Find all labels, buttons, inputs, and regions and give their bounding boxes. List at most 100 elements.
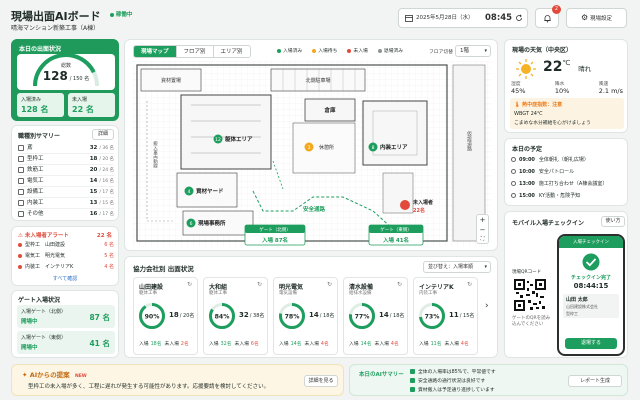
gate-north-box[interactable]: ゲート（北側） 入場 87名 <box>244 224 306 246</box>
out-stat-box: 未入場 22 名 <box>68 93 115 117</box>
pin-office-count: 6 <box>190 221 193 227</box>
refresh-icon[interactable]: ↻ <box>396 281 402 288</box>
checkin-howto-button[interactable]: 使い方 <box>601 216 625 227</box>
pin-rest-area[interactable]: 3 <box>304 142 314 152</box>
map-tab[interactable]: 現場マップ <box>134 46 176 57</box>
notification-button[interactable]: 2 <box>535 5 561 28</box>
report-generate-button[interactable]: レポート生成 <box>568 375 622 387</box>
legend-item: 入場待ち <box>312 47 337 54</box>
in-label: 入場 <box>349 342 359 347</box>
summary-item: 全体の入場率は85%で、平常値です <box>410 368 560 377</box>
trade-count-wrap: 18/ 20 名 <box>90 154 114 165</box>
partner-progress-ring: 73% <box>419 303 445 329</box>
map-tab[interactable]: フロア別 <box>175 46 213 57</box>
legend-label: 退場済み <box>383 49 404 54</box>
refresh-icon[interactable]: ↻ <box>186 281 192 288</box>
partner-trade: 内装工事 <box>419 291 437 296</box>
trade-icon <box>18 188 24 195</box>
partner-count: 32 <box>239 311 249 319</box>
checkout-button[interactable]: 退場する <box>565 338 617 349</box>
ai-summary-title: 本日のAIサマリー <box>359 372 404 378</box>
date-time-box[interactable]: 2025年5月28日（水） 08:45 <box>398 8 528 28</box>
site-settings-button[interactable]: ⚙ 現場設定 <box>566 8 627 28</box>
zoom-out-button[interactable]: − <box>479 226 486 234</box>
partner-out: 4名 <box>390 342 399 347</box>
alert-see-all-link[interactable]: すべて確認 <box>52 276 78 282</box>
refresh-icon[interactable]: ↻ <box>256 281 262 288</box>
partner-count: 11 <box>449 311 459 319</box>
partner-percent: 90% <box>145 313 160 320</box>
partner-trade: 躯体工事 <box>139 291 157 296</box>
gate-north-title: ゲート（北側） <box>259 226 291 233</box>
refresh-icon[interactable]: ↻ <box>326 281 332 288</box>
partner-count-wrap: 11/ 15名 <box>449 311 474 319</box>
out-label: 未入場 <box>234 342 249 347</box>
thermometer-icon: 🌡 <box>514 102 521 108</box>
trade-icon <box>18 166 24 173</box>
attendance-total-box: 総数 128 / 150 名 <box>17 54 115 90</box>
partner-sort-select[interactable]: 並び替え：入場率順 ▾ <box>423 261 491 273</box>
weather-title: 現場の天気（中央区） <box>512 47 573 54</box>
safety-path-label: 安全通路 <box>303 205 326 213</box>
bell-icon <box>544 15 551 23</box>
map-tab[interactable]: エリア別 <box>212 46 250 57</box>
partner-percent: 77% <box>355 313 370 320</box>
mobile-checkin-card: モバイル入場チェックイン 使い方 現場QRコード ゲートのQRを読み込んでくださ… <box>504 211 628 358</box>
zoom-in-button[interactable]: + <box>479 216 486 224</box>
yard-label: 資材ヤード <box>196 187 224 195</box>
ai-title: AIからの提案 <box>29 371 70 379</box>
qr-code[interactable] <box>514 279 546 311</box>
partner-count-wrap: 14/ 18名 <box>379 311 404 319</box>
partner-percent: 78% <box>285 313 300 320</box>
legend-label: 未入場 <box>353 49 368 54</box>
trade-icon <box>18 155 24 162</box>
warning-icon: ⚠ <box>18 233 23 239</box>
refresh-icon[interactable]: ↻ <box>466 281 472 288</box>
temp-road <box>452 64 486 242</box>
gate-east-count: 入場 41名 <box>382 236 409 244</box>
ai-new-badge: NEW <box>74 374 87 379</box>
partner-next-arrow[interactable]: › <box>485 301 489 311</box>
trade-name: 設備工 <box>27 189 44 195</box>
attendance-card: 本日の出面状況 総数 128 / 150 名 入場済み 128 名 未入場 22… <box>11 39 119 121</box>
gate-east-box[interactable]: ゲート（東側） 入場 41名 <box>368 224 424 246</box>
schedule-event: KY活動・危険予知 <box>538 193 581 199</box>
refresh-icon[interactable] <box>515 14 523 22</box>
trade-name: 電気工 <box>27 178 44 184</box>
partner-name: 大和組 <box>209 284 228 291</box>
partner-name: 清水設備 <box>349 284 374 291</box>
summary-text: 安全通路の通行状況は良好です <box>418 379 486 384</box>
gate-name: 入場ゲート（東側） <box>21 335 67 341</box>
partner-progress-ring: 78% <box>279 303 305 329</box>
attendance-total-value: 128 <box>42 69 68 83</box>
warehouse-label: 倉庫 <box>323 106 336 114</box>
map-legend: 入場済み入場待ち未入場退場済み <box>277 47 403 54</box>
ai-detail-button[interactable]: 詳細を見る <box>304 375 338 387</box>
trade-name: 鉄筋工 <box>27 167 44 173</box>
partner-progress-arc <box>209 303 235 329</box>
checkin-done-text: チェックイン完了 <box>570 275 611 281</box>
fullscreen-icon[interactable]: ⛶ <box>480 236 485 242</box>
trade-detail-button[interactable]: 詳細 <box>92 129 114 140</box>
floor-select[interactable]: 1階 ▾ <box>455 45 491 57</box>
